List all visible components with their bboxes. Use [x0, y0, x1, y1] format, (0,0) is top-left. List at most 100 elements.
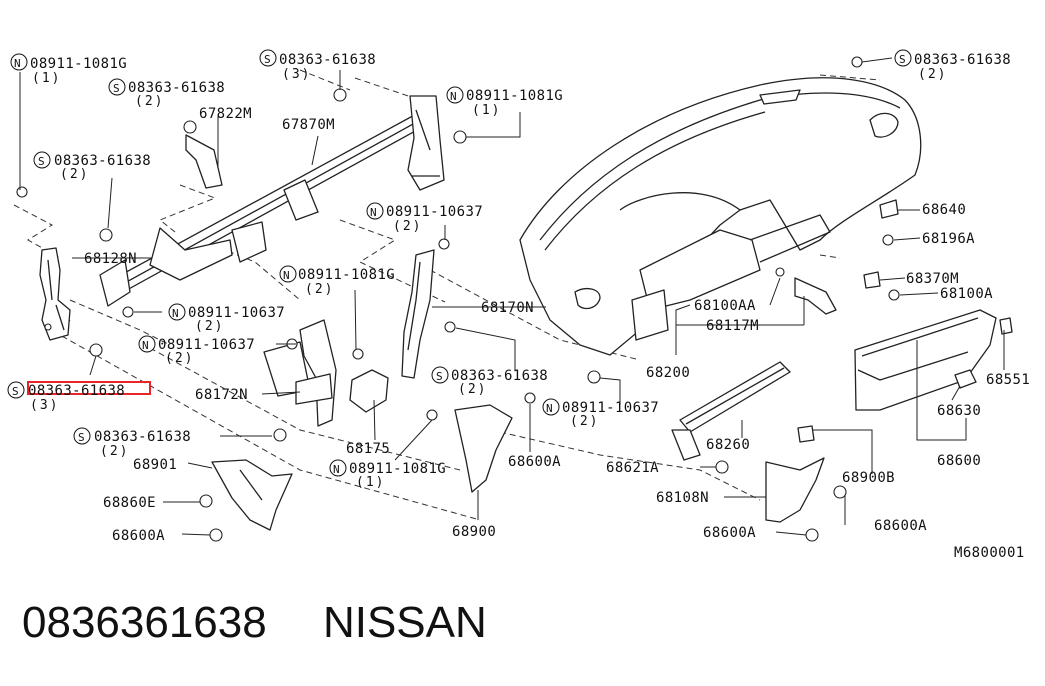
part-label: 08363-61638 — [451, 368, 548, 384]
svg-text:S: S — [78, 431, 85, 444]
quantity-label: (2) — [570, 414, 599, 429]
part-label: 68600 — [937, 453, 981, 469]
part-label: 68860E — [103, 495, 156, 511]
part-label: 68551 — [986, 372, 1030, 388]
part-label: 68600A — [874, 518, 927, 534]
highlighted-part-label: 08363-61638 — [28, 383, 125, 399]
svg-text:S: S — [113, 82, 120, 95]
center-stays — [89, 88, 601, 442]
svg-text:N: N — [283, 269, 290, 282]
quantity-label: (2) — [135, 94, 164, 109]
quantity-label: (2) — [60, 167, 89, 182]
assembly-outlines — [13, 69, 881, 521]
svg-text:N: N — [370, 206, 377, 219]
highlight-box — [27, 381, 151, 395]
part-labels: 08911-1081G (1) 08363-61638 (3) 08363-61… — [27, 52, 1030, 561]
part-label: 68100AA — [694, 298, 756, 314]
n-symbol: N — [10, 53, 28, 71]
n-symbol: N — [329, 459, 347, 477]
quantity-label: (2) — [918, 67, 947, 82]
n-symbol: N — [279, 265, 297, 283]
part-label: 08911-10637 — [158, 337, 255, 353]
part-label: 68108N — [656, 490, 709, 506]
quantity-label: (2) — [195, 319, 224, 334]
part-label: 68900 — [452, 524, 496, 540]
svg-text:N: N — [142, 339, 149, 352]
part-label: 08911-1081G — [466, 88, 563, 104]
part-label: 08911-1081G — [30, 56, 127, 72]
quantity-label: (2) — [305, 282, 334, 297]
quantity-label: (1) — [356, 475, 385, 490]
svg-text:N: N — [333, 463, 340, 476]
s-symbol: S — [7, 381, 25, 399]
svg-text:N: N — [546, 402, 553, 415]
part-label: 08911-1081G — [349, 461, 446, 477]
n-symbol: N — [168, 303, 186, 321]
part-label: 08911-10637 — [562, 400, 659, 416]
part-label: 08363-61638 — [94, 429, 191, 445]
part-label: 68100A — [940, 286, 993, 302]
n-symbol: N — [138, 335, 156, 353]
svg-text:N: N — [14, 57, 21, 70]
part-label: 08363-61638 — [128, 80, 225, 96]
svg-text:N: N — [450, 90, 457, 103]
n-symbol: N — [542, 398, 560, 416]
quantity-label: (3) — [30, 398, 59, 413]
s-symbol: S — [33, 151, 51, 169]
reference-symbols: N S S N S S N N N N S S S N N — [7, 49, 912, 477]
part-label: 08911-10637 — [188, 305, 285, 321]
part-label: 68128N — [84, 251, 137, 267]
part-label: 08363-61638 — [914, 52, 1011, 68]
part-label: 68170N — [481, 300, 534, 316]
part-label: 68200 — [646, 365, 690, 381]
quantity-label: (1) — [472, 103, 501, 118]
s-symbol: S — [894, 49, 912, 67]
glove-box — [854, 199, 1013, 411]
diagram-code: M6800001 — [954, 545, 1025, 561]
lower-left-covers — [199, 392, 536, 542]
part-label: 68600A — [112, 528, 165, 544]
part-label: 68175 — [346, 441, 390, 457]
n-symbol: N — [446, 86, 464, 104]
part-label: 68117M — [706, 318, 759, 334]
parts-diagram: N S S N S S N N N N S S S N N 08911-1081… — [7, 49, 1030, 561]
quantity-label: (2) — [458, 382, 487, 397]
svg-text:N: N — [172, 307, 179, 320]
svg-text:S: S — [12, 385, 19, 398]
s-symbol: S — [431, 366, 449, 384]
s-symbol: S — [259, 49, 277, 67]
part-label: 08911-1081G — [298, 267, 395, 283]
quantity-label: (1) — [32, 71, 61, 86]
part-label: 08363-61638 — [54, 153, 151, 169]
svg-text:S: S — [264, 53, 271, 66]
part-label: 68600A — [703, 525, 756, 541]
part-label: 08911-10637 — [386, 204, 483, 220]
footer-part-number: 0836361638 — [22, 598, 267, 647]
part-label: 67822M — [199, 106, 252, 122]
part-label: 68370M — [906, 271, 959, 287]
left-side-bracket — [39, 247, 71, 341]
part-label: 68600A — [508, 454, 561, 470]
instrument-panel — [519, 56, 922, 356]
part-label: 68640 — [922, 202, 966, 218]
n-symbol: N — [366, 202, 384, 220]
leader-lines — [19, 57, 1005, 536]
quantity-label: (2) — [393, 219, 422, 234]
quantity-label: (2) — [165, 351, 194, 366]
quantity-label: (2) — [100, 444, 129, 459]
s-symbol: S — [108, 78, 126, 96]
svg-text:S: S — [436, 370, 443, 383]
part-label: 68901 — [133, 457, 177, 473]
footer-brand: NISSAN — [322, 598, 487, 647]
footer-caption: 0836361638 NISSAN — [22, 598, 1022, 662]
part-label: 68196A — [922, 231, 975, 247]
part-label: 68172N — [195, 387, 248, 403]
lower-right-covers — [671, 361, 847, 542]
s-symbol: S — [73, 427, 91, 445]
svg-text:S: S — [899, 53, 906, 66]
part-label: 68630 — [937, 403, 981, 419]
quantity-label: (3) — [282, 67, 311, 82]
part-label: 68900B — [842, 470, 895, 486]
part-label: 68260 — [706, 437, 750, 453]
part-label: 08363-61638 — [279, 52, 376, 68]
